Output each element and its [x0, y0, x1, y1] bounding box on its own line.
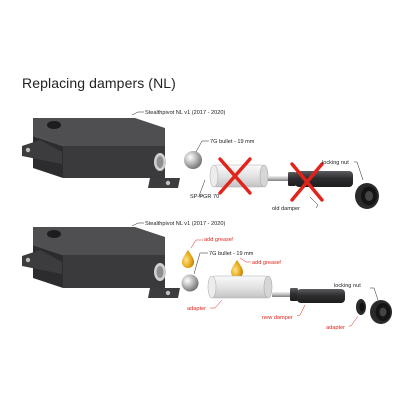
new-damper-label: new damper	[262, 315, 293, 321]
locking-nut-bottom	[370, 300, 392, 324]
locking-nut-label-bottom: locking nut	[334, 283, 361, 289]
leader-lines-top	[131, 111, 364, 209]
bullet-ball-top	[184, 151, 202, 169]
old-damper-label: old damper	[272, 206, 300, 212]
leader-lines-bottom	[131, 222, 379, 301]
red-cross-old-damper	[290, 162, 324, 202]
adapter-ring-right	[356, 299, 366, 315]
bullet-ball-bottom	[181, 274, 199, 292]
grease-drop-2	[231, 260, 243, 278]
adapter-label-left: adapter	[187, 306, 206, 312]
pivot-body-bottom	[22, 227, 180, 298]
add-grease-label-1: add grease!	[204, 237, 234, 243]
new-damper	[272, 288, 345, 303]
pivot-hole-top	[47, 121, 61, 129]
bullet-label-top: 7G bullet - 19 mm	[210, 139, 255, 145]
pivot-label-bottom: Stealthpivot NL v1 (2017 - 2020)	[145, 221, 225, 227]
leader-lines-bottom-red	[190, 239, 359, 327]
adapter-label-right: adapter	[326, 325, 345, 331]
grease-drop-1	[182, 250, 194, 268]
bullet-label-bottom: 7G bullet - 19 mm	[209, 251, 254, 257]
locking-nut-top	[355, 183, 379, 209]
red-cross-sp-pgr	[218, 157, 252, 195]
pivot-label-top: Stealthpivot NL v1 (2017 - 2020)	[145, 110, 225, 116]
adapter-tube	[207, 275, 273, 299]
add-grease-label-2: add grease!	[252, 260, 282, 266]
pivot-body-top	[22, 118, 180, 188]
sp-pgr-label: SP-PGR 70	[190, 194, 219, 200]
pivot-hole-bottom	[47, 230, 61, 238]
bottom-assembly: Stealthpivot NL v1 (2017 - 2020) add gre…	[22, 221, 392, 331]
locking-nut-label-top: locking nut	[322, 160, 349, 166]
sp-pgr-tube	[209, 164, 269, 188]
page-title: Replacing dampers (NL)	[22, 75, 176, 91]
top-assembly: Stealthpivot NL v1 (2017 - 2020) 7G bull…	[22, 110, 379, 212]
